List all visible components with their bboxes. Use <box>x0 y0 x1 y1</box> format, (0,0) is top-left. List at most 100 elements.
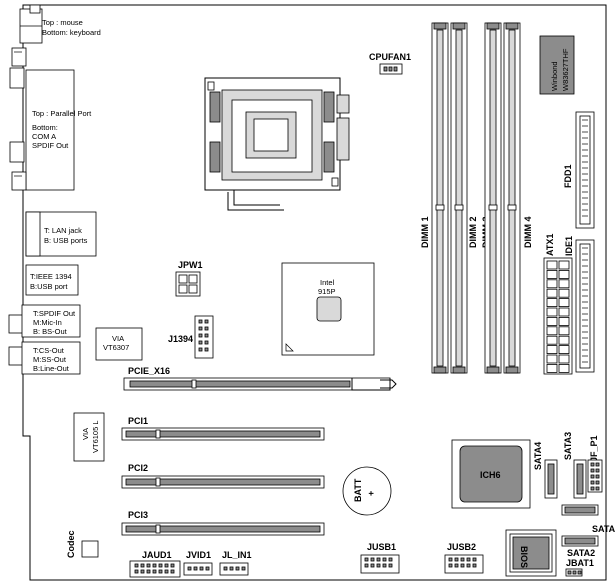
header-pin <box>134 569 139 574</box>
header-pin <box>170 563 175 568</box>
jvid1-header: JVID1 <box>183 550 213 576</box>
atx-pin <box>546 269 558 279</box>
atx-pin <box>558 316 570 326</box>
jf-p1-header: JF_P1 <box>587 435 603 493</box>
parallel-com-port: Top : Parallel Port Bottom: COM A SPDIF … <box>9 47 92 191</box>
ieee1394-usb-port: T:IEEE 1394 B:USB port <box>25 264 79 296</box>
audio-a-label-1: T:SPDIF Out <box>33 309 76 318</box>
header-pin <box>388 557 393 562</box>
header-pin <box>595 480 600 485</box>
dimm-slot-latch <box>452 22 466 30</box>
cpufan1-connector: CPUFAN1 <box>369 52 411 75</box>
atx-pin <box>558 288 570 298</box>
dimm-slot-latch <box>505 22 519 30</box>
lan-label-1: T: LAN jack <box>44 226 82 235</box>
lan-usb-port: T: LAN jack B: USB ports <box>25 211 97 257</box>
jvid1-label: JVID1 <box>186 550 211 560</box>
header-pin <box>198 333 203 338</box>
atx1-connector: ATX1 <box>543 234 573 375</box>
header-pin <box>382 563 387 568</box>
header-pin <box>370 563 375 568</box>
fdd1-label: FDD1 <box>563 164 573 188</box>
audio-jacks-bottom: T:CS-Out M:SS-Out B:Line-Out <box>8 341 81 375</box>
header-pin <box>466 563 471 568</box>
header-pin <box>590 486 595 491</box>
dimm-slot-key <box>507 204 517 211</box>
ieee-label-2: B:USB port <box>30 282 68 291</box>
sata3-label: SATA3 <box>563 432 573 460</box>
header-pin <box>198 347 203 352</box>
pci3-slot: PCI3 <box>121 510 325 536</box>
jusb2-header: JUSB2 <box>444 542 484 574</box>
ps2-bottom-label: Bottom: keyboard <box>42 28 101 37</box>
header-pin <box>152 569 157 574</box>
dimm-slot-latch <box>433 366 447 374</box>
header-pin <box>198 340 203 345</box>
header-pin <box>204 333 209 338</box>
j1394-header: J1394 <box>168 315 214 359</box>
audio-a-label-3: B: BS-Out <box>33 327 68 336</box>
header-pin <box>198 319 203 324</box>
header-pin <box>472 563 477 568</box>
header-pin <box>204 347 209 352</box>
atx-pin <box>558 307 570 317</box>
header-pin <box>364 563 369 568</box>
audio-jacks-top: T:SPDIF Out M:Mic-In B: BS-Out <box>8 304 81 338</box>
winbond-label-2: W83627THF <box>561 48 570 91</box>
sata1-label: SATA1 <box>592 524 615 534</box>
via-lan-label-1: VIA <box>81 428 90 440</box>
atx-pin <box>558 279 570 289</box>
ide1-connector: IDE1 <box>564 236 595 373</box>
header-pin <box>460 563 465 568</box>
jaud1-header: JAUD1 <box>129 550 181 578</box>
header-pin <box>187 566 192 571</box>
dimm-slot-2 <box>450 22 468 374</box>
intel-label-2: 915P <box>318 287 336 296</box>
atx-pin <box>558 345 570 355</box>
dimm-slot-key <box>454 204 464 211</box>
audio-a-label-2: M:Mic-In <box>33 318 62 327</box>
jpw1-connector: JPW1 <box>175 260 203 297</box>
j1394-label: J1394 <box>168 334 193 344</box>
batt-label: BATT <box>353 478 363 502</box>
header-pin <box>388 563 393 568</box>
dimm-slot-channel <box>455 29 463 367</box>
winbond-label-1: Winbond <box>550 61 559 91</box>
header-pin <box>193 566 198 571</box>
bios-label: BIOS <box>519 546 529 568</box>
audio-b-label-1: T:CS-Out <box>33 346 65 355</box>
header-pin <box>370 557 375 562</box>
header-pin <box>199 566 204 571</box>
parallel-label-3: COM A <box>32 132 56 141</box>
dimm-slot-latch <box>486 366 500 374</box>
intel-label-1: Intel <box>320 278 335 287</box>
header-pin <box>376 563 381 568</box>
atx-pin <box>558 298 570 308</box>
atx-pin <box>546 279 558 289</box>
dimm-slot-latch <box>505 366 519 374</box>
jl-in1-header: JL_IN1 <box>219 550 252 576</box>
dimm-slot-channel <box>436 29 444 367</box>
header-pin <box>595 486 600 491</box>
header-pin <box>448 557 453 562</box>
header-pin <box>140 563 145 568</box>
header-pin <box>204 319 209 324</box>
dimm1-label: DIMM 1 <box>420 217 430 249</box>
jusb1-label: JUSB1 <box>367 542 396 552</box>
jf-p1-label: JF_P1 <box>589 435 599 462</box>
sata4-connector: SATA4 <box>533 442 558 499</box>
atx-pin <box>558 269 570 279</box>
dimm-slot-latch <box>452 366 466 374</box>
pcie-x16-slot: PCIE_X16 <box>123 366 397 391</box>
header-pin <box>460 557 465 562</box>
header-pin <box>590 462 595 467</box>
header-pin <box>595 462 600 467</box>
header-pin <box>454 563 459 568</box>
pci1-label: PCI1 <box>128 416 148 426</box>
header-pin <box>158 563 163 568</box>
jpw1-label: JPW1 <box>178 260 203 270</box>
audio-b-label-3: B:Line-Out <box>33 364 70 373</box>
header-pin <box>164 569 169 574</box>
sata3-connector: SATA3 <box>563 432 587 499</box>
jusb2-label: JUSB2 <box>447 542 476 552</box>
